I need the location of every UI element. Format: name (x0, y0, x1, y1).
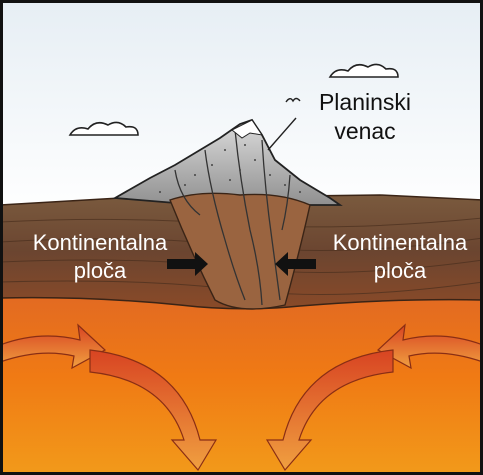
label-left-plate-line1: Kontinentalna (0, 229, 200, 257)
mantle (0, 296, 483, 475)
label-mountain-line1: Planinski (305, 88, 425, 117)
label-right-plate-line1: Kontinentalna (305, 229, 483, 257)
label-mountain-range: Planinski venac (305, 88, 425, 146)
label-right-plate: Kontinentalna ploča (305, 229, 483, 284)
label-left-plate-line2: ploča (0, 257, 200, 285)
label-mountain-line2: venac (305, 117, 425, 146)
label-left-plate: Kontinentalna ploča (0, 229, 200, 284)
label-right-plate-line2: ploča (305, 257, 483, 285)
